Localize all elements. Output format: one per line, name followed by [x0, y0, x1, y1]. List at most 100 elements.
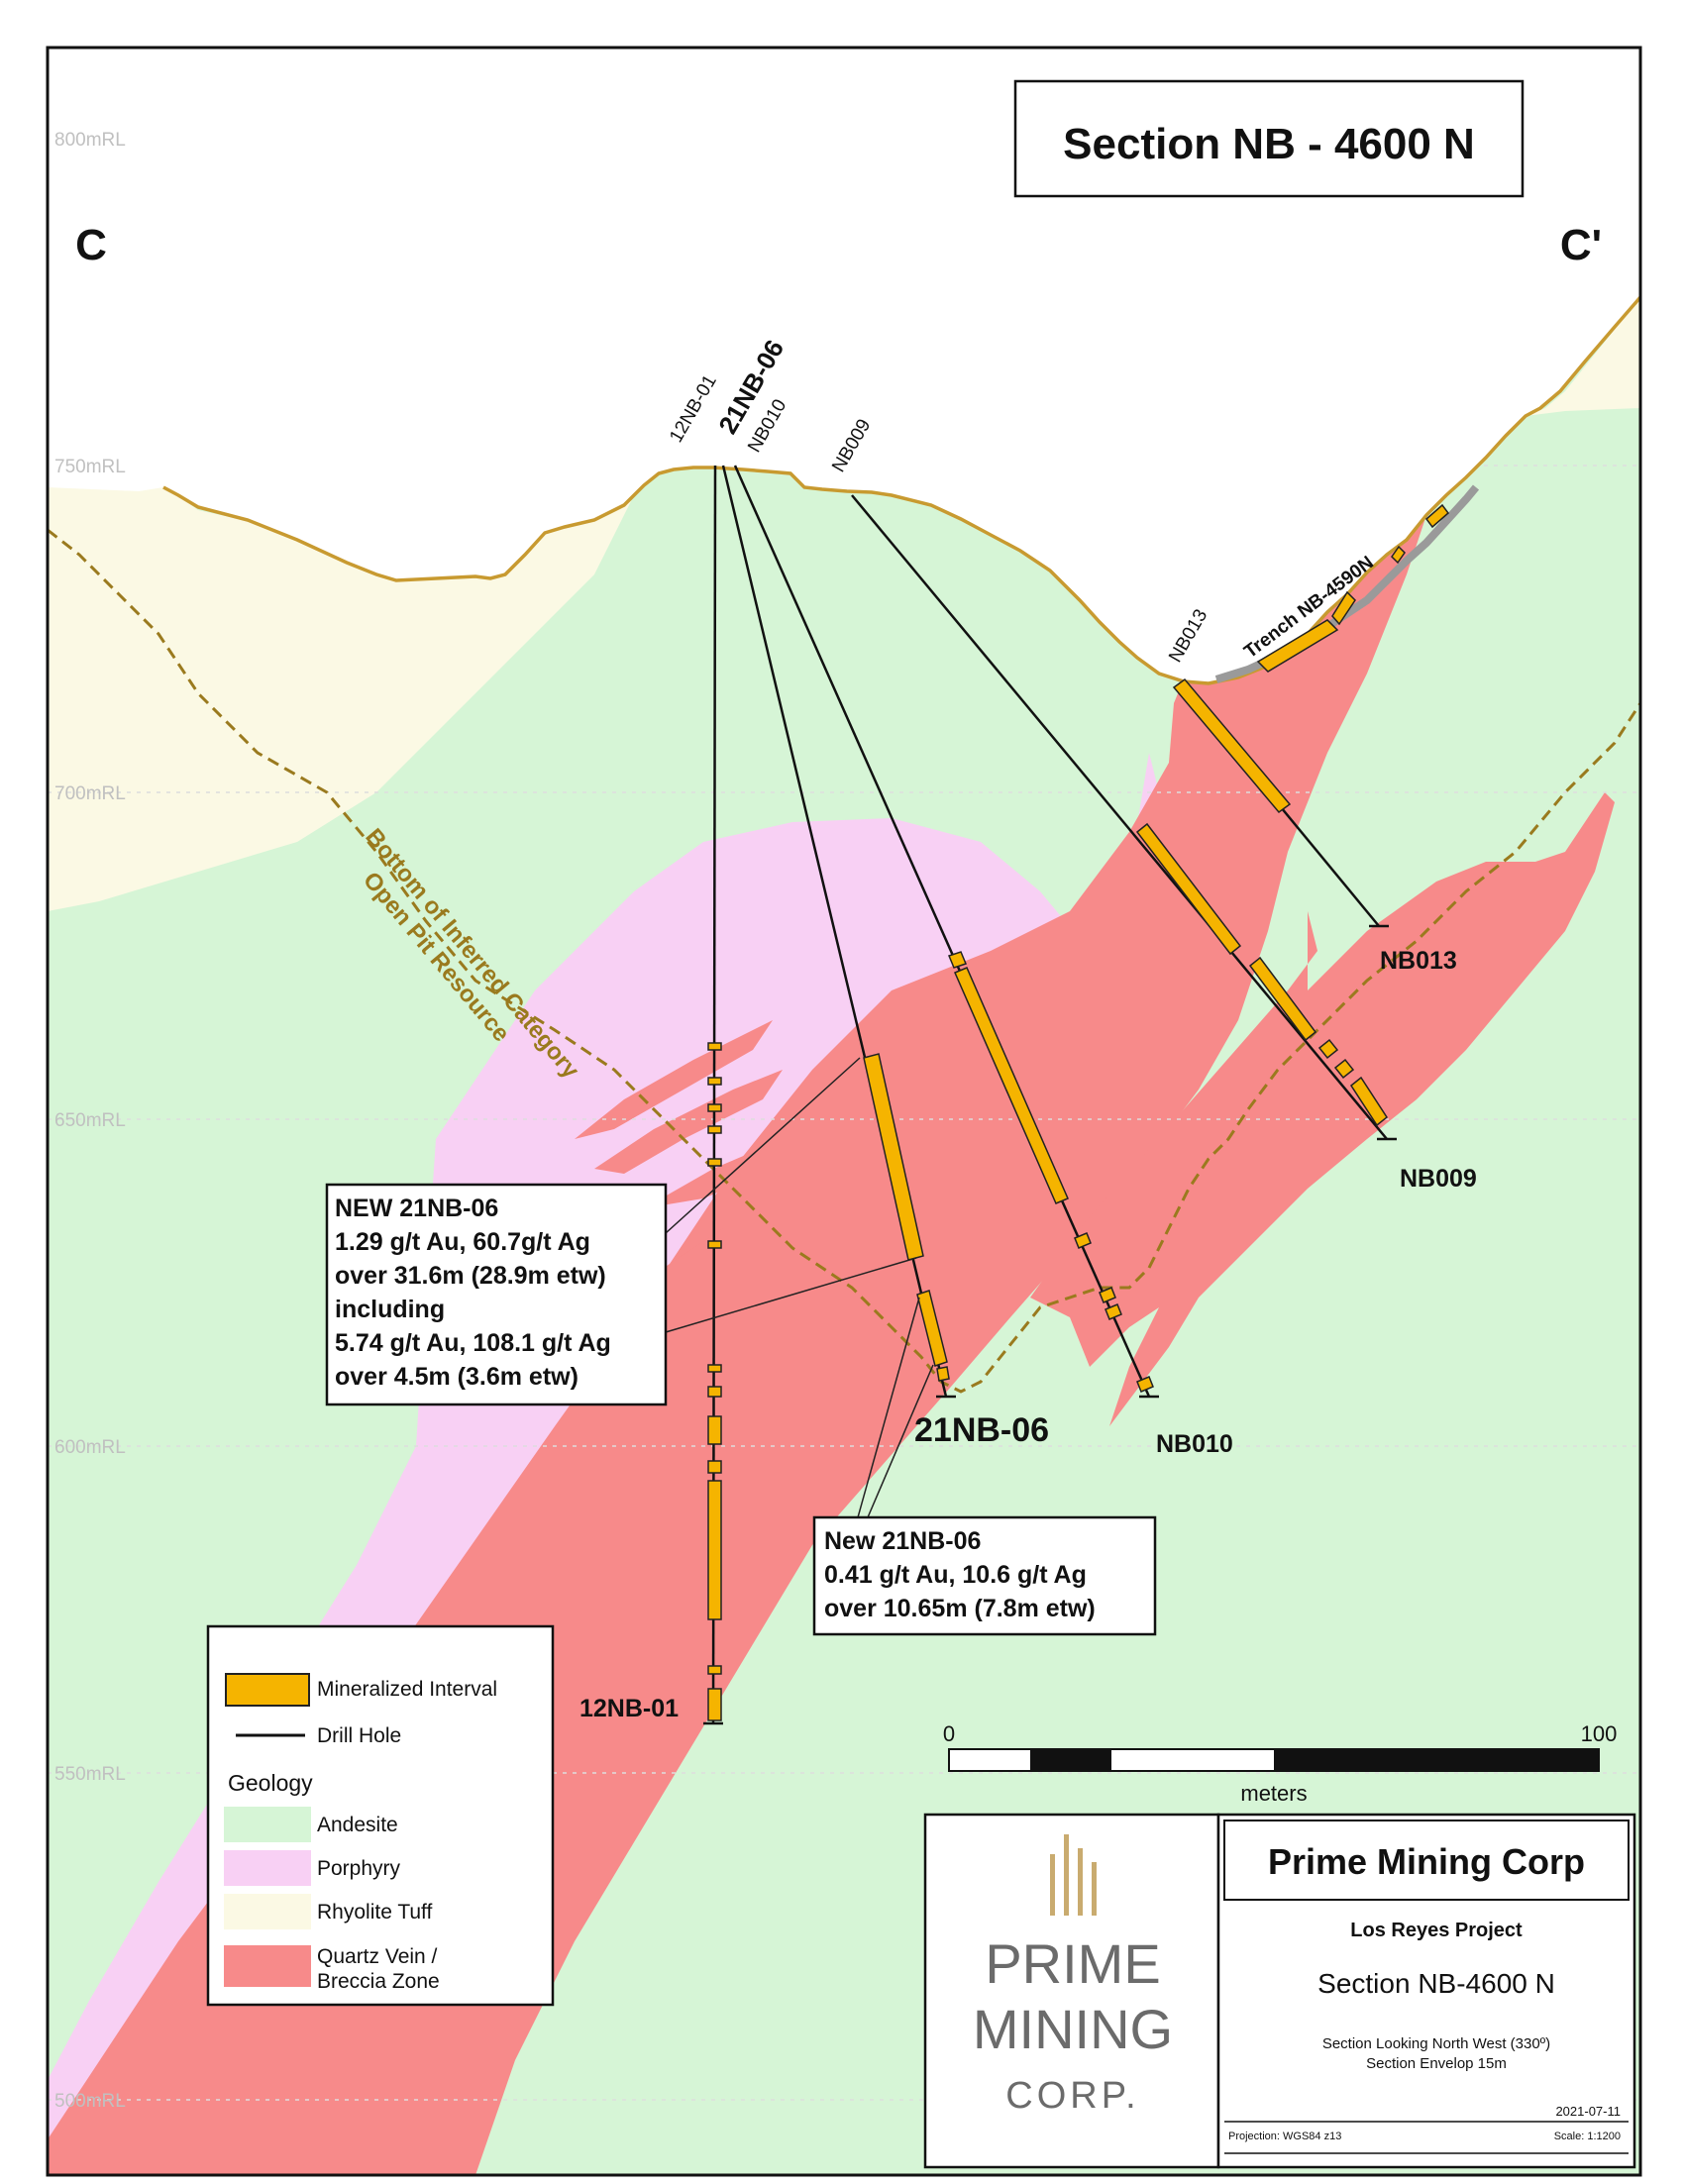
logo-word-3: CORP. — [1005, 2075, 1139, 2117]
scale-max-label: 100 — [1581, 1721, 1618, 1746]
mineralized-interval — [707, 1688, 722, 1721]
callout-main-text: NEW 21NB-06 1.29 g/t Au, 60.7g/t Ag over… — [335, 1195, 611, 1391]
trench-interval — [1424, 503, 1450, 529]
mineralized-interval — [1317, 1038, 1339, 1060]
mineralized-interval — [1074, 1232, 1092, 1249]
legend-geology-heading: Geology — [228, 1770, 313, 1796]
quartz-vein-splay — [575, 1020, 773, 1139]
logo-mark-icon — [1050, 1834, 1097, 1916]
topography-line — [162, 295, 1642, 685]
title-block-scale: Scale: 1:1200 — [1554, 2131, 1621, 2142]
quartz-vein-breccia-zone-splay — [1030, 792, 1615, 1426]
title-block-looking: Section Looking North West (330º) — [1322, 2035, 1550, 2052]
pit-resource-line — [47, 528, 1642, 1394]
hole-end-ticks — [703, 924, 1397, 1725]
section-end-left: C — [75, 221, 107, 269]
legend-swatch-quartz-vein — [224, 1945, 311, 1987]
elev-label-650: 650mRL — [54, 1110, 126, 1131]
drill-hole-nb009 — [851, 494, 1388, 1140]
rhyolite-tuff-unit-right — [1526, 297, 1640, 416]
quartz-vein-splay — [594, 1070, 783, 1174]
callout-lower-text: New 21NB-06 0.41 g/t Au, 10.6 g/t Ag ove… — [824, 1527, 1096, 1622]
mineralized-interval — [707, 1077, 722, 1086]
hole-label-nb010-end: NB010 — [1156, 1430, 1233, 1458]
mineralized-interval — [707, 1665, 722, 1675]
mineralized-interval — [707, 1125, 722, 1134]
callout-main-leaders — [665, 1057, 917, 1333]
section-end-right: C' — [1560, 221, 1602, 269]
title-block-envelop: Section Envelop 15m — [1366, 2055, 1507, 2072]
hole-label-21nb06-end: 21NB-06 — [914, 1411, 1049, 1449]
scale-bar: 0 100 meters — [943, 1721, 1617, 1806]
figure-frame — [46, 46, 1642, 2177]
callout-lower-line3: over 10.65m (7.8m etw) — [824, 1595, 1096, 1622]
mineralized-interval — [1105, 1303, 1122, 1320]
mineralized-interval — [707, 1480, 722, 1620]
legend-label-rhyolite: Rhyolite Tuff — [317, 1901, 433, 1924]
mineralized-interval — [916, 1290, 948, 1367]
title-block-company: Prime Mining Corp — [1268, 1841, 1585, 1882]
mineralized-interval — [936, 1366, 950, 1382]
trench-intervals — [1256, 503, 1450, 673]
mineralized-interval — [1135, 822, 1242, 956]
trench-interval — [1331, 590, 1356, 626]
callout-main-line1: NEW 21NB-06 — [335, 1195, 498, 1222]
mineralized-interval — [1248, 956, 1317, 1042]
legend-swatch-mineralized — [225, 1673, 310, 1707]
callout-main-line2: 1.29 g/t Au, 60.7g/t Ag — [335, 1228, 590, 1256]
elev-label-500: 500mRL — [54, 2091, 126, 2112]
mineralized-interval — [707, 1240, 722, 1249]
callout-main-line4: including — [335, 1296, 445, 1323]
callout-lower-line2: 0.41 g/t Au, 10.6 g/t Ag — [824, 1561, 1087, 1589]
callout-lower-leaders — [857, 1297, 934, 1518]
logo-panel — [923, 1813, 1220, 2169]
title-block-date: 2021-07-11 — [1555, 2104, 1621, 2119]
title-block-company-cell — [1223, 1820, 1630, 1901]
elev-label-550: 550mRL — [54, 1764, 126, 1785]
trench-interval — [1391, 545, 1406, 565]
callout-lower-line1: New 21NB-06 — [824, 1527, 981, 1555]
mineralized-interval — [707, 1460, 722, 1474]
elev-label-600: 600mRL — [54, 1437, 126, 1458]
scale-min-label: 0 — [943, 1721, 955, 1746]
callout-main-line6: over 4.5m (3.6m etw) — [335, 1363, 579, 1391]
mineralized-interval — [707, 1364, 722, 1373]
air-above-topography — [48, 48, 1640, 683]
legend-swatch-andesite — [224, 1807, 311, 1842]
mineralized-interval — [707, 1103, 722, 1112]
legend-label-andesite: Andesite — [317, 1814, 398, 1836]
section-title: Section NB - 4600 N — [1063, 120, 1475, 168]
mineralized-interval — [707, 1415, 722, 1445]
logo-word-1: PRIME — [985, 1932, 1160, 1995]
rhyolite-tuff-unit-left — [48, 485, 639, 911]
mineralized-intervals — [707, 677, 1388, 1721]
callout-main-box — [325, 1183, 668, 1406]
callout-lower-box — [812, 1515, 1157, 1636]
legend-label-drill-hole: Drill Hole — [317, 1724, 401, 1747]
scale-unit-label: meters — [1240, 1781, 1307, 1806]
hole-label-12nb01-end: 12NB-01 — [579, 1695, 679, 1722]
mineralized-interval — [707, 1158, 722, 1167]
elevation-labels: 800mRL 750mRL 700mRL 650mRL 600mRL 550mR… — [54, 130, 126, 2112]
mineralized-interval — [954, 967, 1069, 1204]
mineralized-interval — [863, 1053, 924, 1261]
legend-swatch-rhyolite — [224, 1894, 311, 1929]
elev-label-750: 750mRL — [54, 457, 126, 477]
trench-interval — [1256, 619, 1339, 673]
hole-label-nb009-end: NB009 — [1400, 1165, 1477, 1193]
mineralized-interval — [1136, 1376, 1154, 1393]
title-block-project: Los Reyes Project — [1350, 1920, 1523, 1941]
legend-label-mineralized: Mineralized Interval — [317, 1678, 497, 1701]
legend-label-quartz-line2: Breccia Zone — [317, 1970, 440, 1993]
mineralized-interval — [1099, 1287, 1116, 1303]
legend-label-quartz-line1: Quartz Vein / — [317, 1945, 438, 1968]
end-labels: NB013 NB009 NB010 21NB-06 12NB-01 — [579, 947, 1477, 1722]
callout-main-line5: 5.74 g/t Au, 108.1 g/t Ag — [335, 1329, 611, 1357]
elev-label-700: 700mRL — [54, 783, 126, 804]
mineralized-interval — [1350, 1076, 1388, 1127]
hole-label-nb013-end: NB013 — [1380, 947, 1457, 975]
callout-main-line3: over 31.6m (28.9m etw) — [335, 1262, 606, 1290]
legend-swatch-porphyry — [224, 1850, 311, 1886]
logo-word-2: MINING — [973, 1998, 1173, 2060]
